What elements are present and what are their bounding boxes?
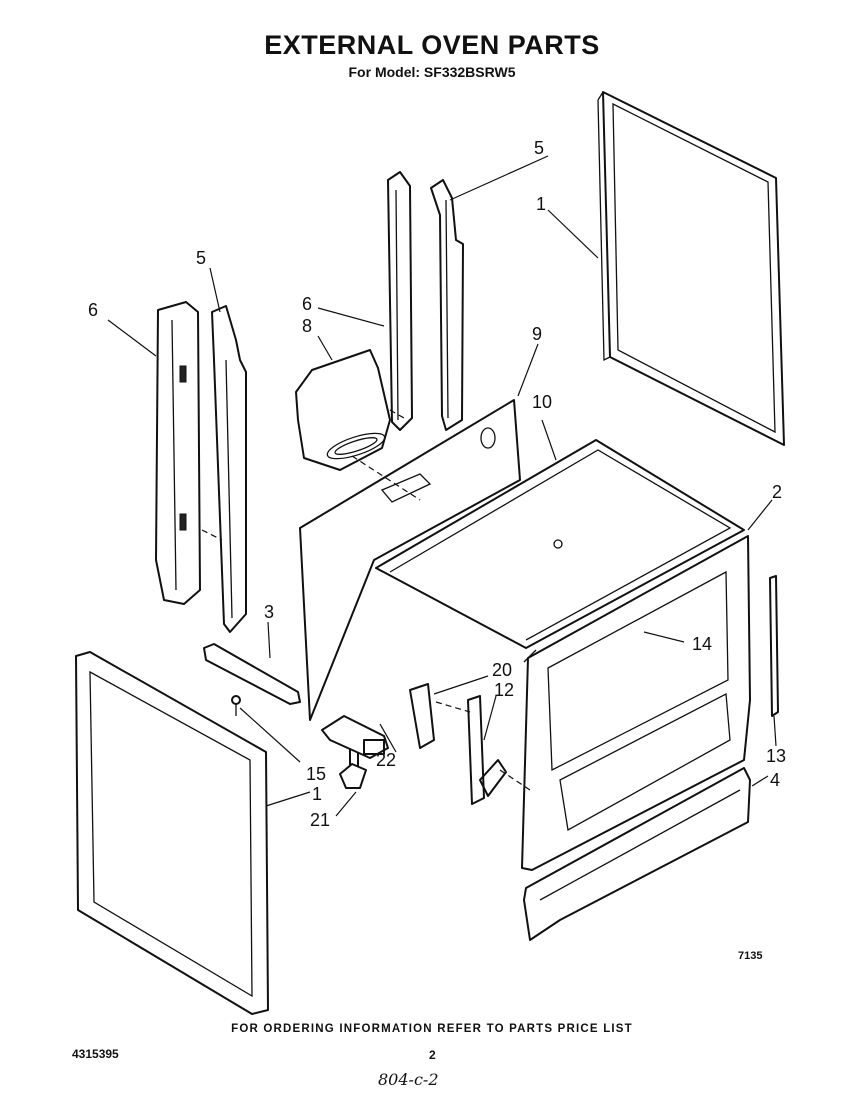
part-side-panel-left (75, 651, 269, 1015)
part-rear-panel (299, 399, 521, 721)
callout-3: 3 (264, 602, 274, 622)
page-title: EXTERNAL OVEN PARTS (264, 30, 600, 60)
part-hinge (467, 695, 507, 805)
callout-14: 14 (692, 634, 712, 654)
part-small-bracket (321, 715, 389, 759)
ordering-note: FOR ORDERING INFORMATION REFER TO PARTS … (231, 1023, 633, 1035)
part-clip (409, 683, 435, 749)
figure-code: 7135 (738, 950, 763, 962)
callout-2: 2 (772, 482, 782, 502)
part-side-panel-right (597, 91, 785, 446)
callout-20: 20 (492, 660, 512, 680)
part-vent-duct (295, 349, 391, 471)
handwritten-note: 804-c-2 (378, 1070, 439, 1089)
model-subtitle: For Model: SF332BSRW5 (348, 64, 516, 80)
leader-lines (107, 155, 777, 817)
callout-13: 13 (766, 746, 786, 766)
callout-21: 21 (310, 810, 330, 830)
part-trim-strip (769, 575, 779, 717)
callout-10: 10 (532, 392, 552, 412)
callout-9: 9 (532, 324, 542, 344)
callout-1-bottom: 1 (312, 784, 322, 804)
part-channel-top (430, 179, 464, 431)
callout-12: 12 (494, 680, 514, 700)
part-kick-plate (523, 767, 751, 941)
callout-6-left: 6 (88, 300, 98, 320)
part-screw (231, 695, 241, 716)
part-bracket (203, 643, 301, 705)
part-channel-left (211, 305, 247, 633)
callout-8: 8 (302, 316, 312, 336)
callout-5-top: 5 (534, 138, 544, 158)
part-rail-left (155, 301, 201, 605)
part-rail-middle (387, 171, 413, 431)
callout-1-top: 1 (536, 194, 546, 214)
part-oven-bottom-plate (375, 439, 745, 649)
callout-15: 15 (306, 764, 326, 784)
callout-6-middle: 6 (302, 294, 312, 314)
callout-4: 4 (770, 770, 780, 790)
callout-22: 22 (376, 750, 396, 770)
document-number: 4315395 (72, 1047, 119, 1061)
page-number: 2 (429, 1048, 436, 1062)
alignment-lines (201, 409, 531, 791)
callout-5-left: 5 (196, 248, 206, 268)
part-front-frame (521, 535, 751, 871)
